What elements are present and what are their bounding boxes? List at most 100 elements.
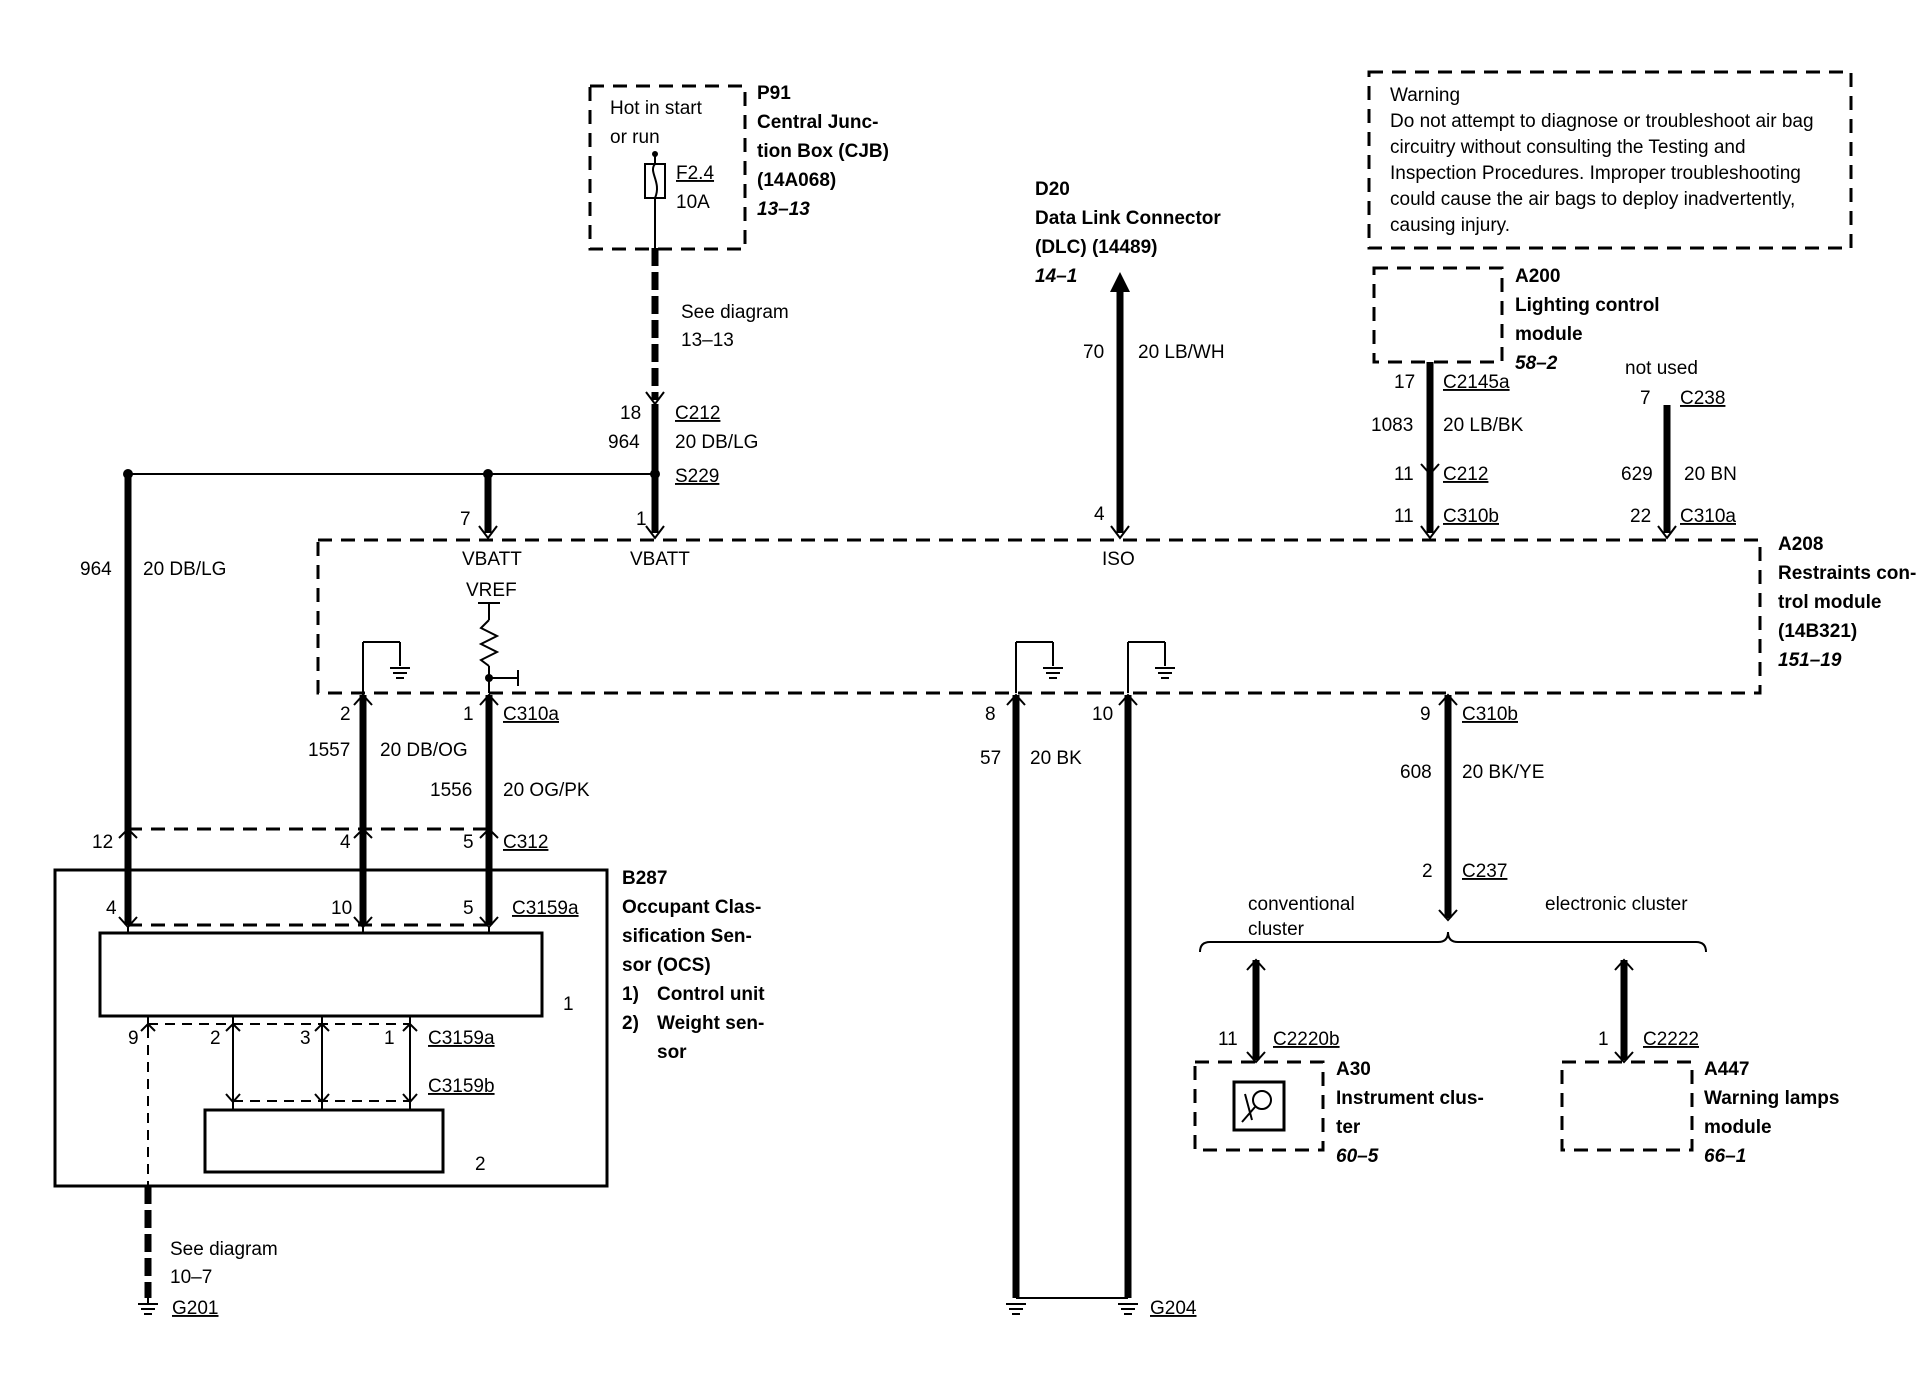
ocs-wire-color-1556: 20 OG/PK [503,780,590,801]
c312-pin5: 5 [463,832,474,853]
dlc-circuit: 70 [1083,342,1104,363]
rcm-id: A208 [1778,534,1823,555]
c310b-connector: C310b [1462,704,1518,725]
c212-wire: 20 DB/LG [675,432,758,453]
ic-name-2: ter [1336,1117,1361,1138]
warning-box: Warning Do not attempt to diagnose or tr… [1367,70,1853,250]
rcm-pin1: 1 [636,509,647,530]
cjb-ref: 13–13 [757,199,810,220]
fuse-id: F2.4 [676,163,714,184]
left-wire-circuit: 964 [80,559,112,580]
cjb-hot-text-2: or run [610,127,660,148]
warning-line-3: Inspection Procedures. Improper troubles… [1390,163,1801,184]
cluster-elec: electronic cluster [1545,894,1688,915]
lighting-control-module: A200 Lighting control module 58–2 17 C21… [1371,266,1660,533]
ground-icon-rcm-3 [1155,667,1175,679]
ocs-id: B287 [622,868,667,889]
ocs-item1-num: 1) [622,984,639,1005]
rcm-part: (14B321) [1778,621,1857,642]
instrument-cluster: 11 C2220b A30 Instrument clus- ter 60–5 [1193,958,1484,1167]
ground-wires: 8 10 57 20 BK G204 [980,693,1197,1319]
ocs-item1: Control unit [657,984,765,1005]
c238-note: not used [1625,358,1698,379]
ground-wire: 20 BK [1030,748,1082,769]
ground-icon-rcm-2 [1043,667,1063,679]
ocs-pin1: 1 [384,1028,395,1049]
c310b-circuit: 608 [1400,762,1432,783]
wlm-connector: C2222 [1643,1029,1699,1050]
cluster-conv-1: conventional [1248,894,1355,915]
cluster-brace [1199,931,1707,953]
splice-s229: S229 [675,466,719,487]
rcm-ref: 151–19 [1778,650,1842,671]
ground-icon-g204-2 [1118,1303,1138,1315]
ocs-wire-circ-1557: 1557 [308,740,350,761]
warning-line-5: causing injury. [1390,215,1510,236]
c312-pin4: 4 [340,832,351,853]
see-diagram-top-1: See diagram [681,302,789,323]
occupant-classification-sensor: 4 10 5 C3159a 1 9 2 3 1 C3159a C3159b 2 [53,868,765,1188]
ocs-wire-connector: C310a [503,704,559,725]
ocs-name-2: sification Sen- [622,926,752,947]
ocs-wire-circ-1556: 1556 [430,780,472,801]
c238-pin-2: 22 [1630,506,1651,527]
ocs-pin4: 4 [106,898,117,919]
data-link-connector: D20 Data Link Connector (DLC) (14489) 14… [1035,179,1225,533]
dlc-arrow-icon [1110,272,1130,292]
lcm-pin-2: 11 [1394,464,1414,485]
rcm-pin1-label: VBATT [630,549,690,570]
c238-connector: C238 [1680,388,1725,409]
ocs-item2: Weight sen- [657,1013,764,1034]
ocs-pin3: 3 [300,1028,311,1049]
lcm-wire: 20 LB/BK [1443,415,1524,436]
rcm-pin7: 7 [460,509,471,530]
c238-circuit: 629 [1621,464,1653,485]
ocs-name-3: sor (OCS) [622,955,711,976]
c212-circuit: 964 [608,432,640,453]
ocs-pin5: 5 [463,898,474,919]
ic-id: A30 [1336,1059,1371,1080]
ground-icon-rcm-1 [390,667,410,679]
ic-connector: C2220b [1273,1029,1340,1050]
ocs-connector-b2: C3159b [428,1076,495,1097]
cjb-hot-text: Hot in start [610,98,703,119]
ocs-pin9: 9 [128,1028,139,1049]
c237-pin: 2 [1422,861,1433,882]
c310b-pin: 9 [1420,704,1431,725]
c212-connector: C212 [675,403,720,424]
see-diagram-top-2: 13–13 [681,330,734,351]
ic-ref: 60–5 [1336,1146,1379,1167]
c238-pin: 7 [1640,388,1651,409]
ic-pin: 11 [1218,1029,1238,1050]
c238-connector-2: C310a [1680,506,1736,527]
c212-pin: 18 [620,403,641,424]
lcm-connector-3: C310b [1443,506,1499,527]
ocs-connector-b1: C3159a [428,1028,495,1049]
c237-connector: C237 [1462,861,1507,882]
ground-pin8: 8 [985,704,996,725]
wlm-name-1: Warning lamps [1704,1088,1839,1109]
ic-name-1: Instrument clus- [1336,1088,1484,1109]
wlm-name-2: module [1704,1117,1772,1138]
ocs-weight-sensor [203,1108,445,1174]
warning-line-4: could cause the air bags to deploy inadv… [1390,189,1795,210]
ocs-control-unit [98,931,544,1018]
ground-g201: G201 [172,1298,218,1319]
restraints-control-module: 7 VBATT 1 VBATT ISO A208 Restraints con-… [316,509,1916,695]
cjb-name-1: Central Junc- [757,112,878,133]
see-diagram-bottom-2: 10–7 [170,1267,212,1288]
left-wire-color: 20 DB/LG [143,559,226,580]
wlm-ref: 66–1 [1704,1146,1746,1167]
ocs-pin10: 10 [331,898,352,919]
cjb-part: (14A068) [757,170,836,191]
ocs-item2b: sor [657,1042,687,1063]
central-junction-box: Hot in start or run F2.4 10A P91 Central… [588,83,889,251]
c312-connector: C312 [503,832,548,853]
c238-wire: 20 BN [1684,464,1737,485]
ocs-wire-color-1557: 20 DB/OG [380,740,468,761]
rcm-pin7-label: VBATT [462,549,522,570]
ocs-pin2: 2 [210,1028,221,1049]
ocs-wire-pin1: 1 [463,704,474,725]
ocs-connector: C3159a [512,898,579,919]
